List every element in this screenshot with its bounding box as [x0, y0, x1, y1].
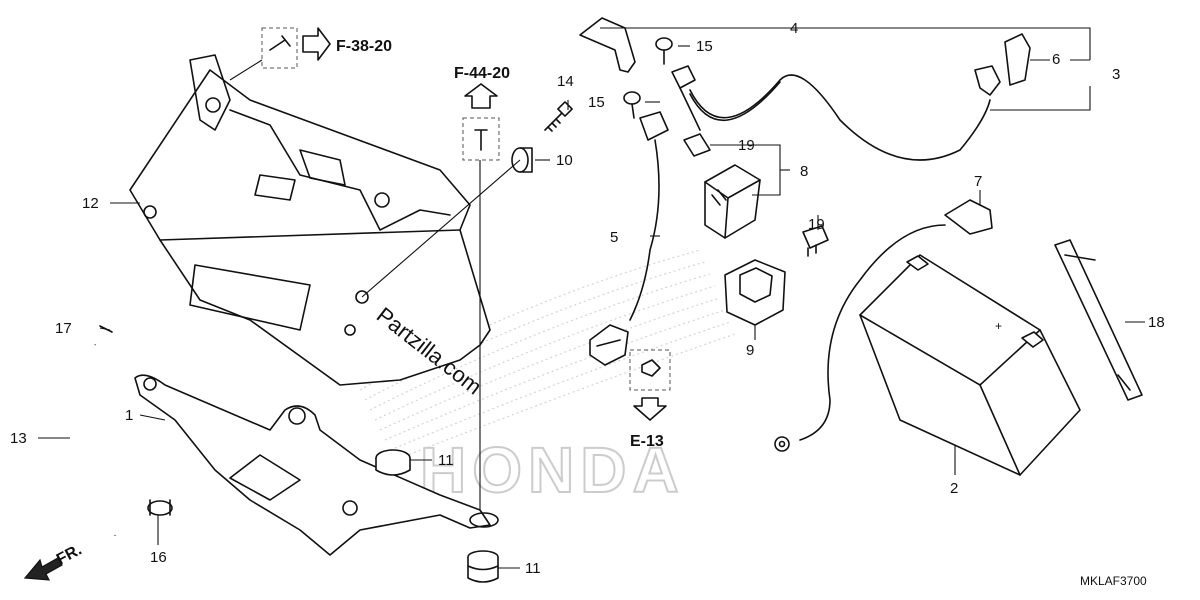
callout-11-upper: 11 — [438, 452, 454, 469]
callout-6: 6 — [1052, 51, 1060, 68]
callout-12: 12 — [82, 195, 99, 212]
ref-box-f44 — [462, 117, 500, 161]
callout-4: 4 — [790, 20, 798, 37]
cable-7 — [774, 199, 993, 452]
watermark-logo: HONDA — [420, 434, 685, 506]
rubber-upper — [375, 449, 411, 476]
battery-stay — [134, 374, 491, 556]
breather-tube — [70, 342, 119, 536]
fuse-19 — [802, 225, 829, 257]
rubber-lower — [467, 550, 499, 583]
cable-5 — [589, 111, 669, 366]
callout-10: 10 — [556, 152, 573, 169]
callout-17: 17 — [55, 320, 72, 337]
arrow-f44 — [464, 83, 498, 109]
callout-1: 1 — [125, 407, 133, 424]
bolt-14 — [544, 101, 573, 132]
relay-8 — [683, 133, 761, 239]
callout-15-upper: 15 — [696, 38, 713, 55]
bolt-15a — [655, 37, 673, 65]
callout-7: 7 — [974, 173, 982, 190]
battery-band — [1054, 239, 1143, 401]
battery-cable-4 — [579, 17, 1031, 161]
arrow-f38 — [302, 27, 331, 61]
relay-holder-9 — [724, 259, 786, 326]
ref-box-e13 — [629, 349, 671, 391]
watermark-wing — [359, 249, 736, 461]
callout-8: 8 — [800, 163, 808, 180]
battery-box — [129, 54, 491, 386]
svg-text:+: + — [995, 319, 1002, 333]
arrow-e13 — [633, 397, 667, 421]
collar-10 — [511, 147, 533, 173]
clamp-16 — [147, 499, 173, 516]
callout-3: 3 — [1112, 66, 1120, 83]
bolt-15b — [623, 91, 641, 119]
battery: + — [859, 254, 1081, 476]
ref-box-f38 — [261, 27, 298, 69]
callout-19-upper: 19 — [738, 137, 755, 154]
front-arrow — [23, 557, 63, 581]
callout-9: 9 — [746, 342, 754, 359]
ref-f38: F-38-20 — [336, 38, 392, 55]
leader-lines — [38, 27, 1145, 569]
callout-5: 5 — [610, 229, 618, 246]
callout-15-lower: 15 — [588, 94, 605, 111]
mount-hole — [469, 512, 499, 528]
callout-19-lower: 19 — [808, 216, 825, 233]
callout-2: 2 — [950, 480, 958, 497]
callout-13: 13 — [10, 430, 27, 447]
ref-e13: E-13 — [630, 433, 664, 450]
diagram-code: MKLAF3700 — [1080, 574, 1147, 588]
callout-18: 18 — [1148, 314, 1165, 331]
callout-14: 14 — [557, 73, 574, 90]
callout-16: 16 — [150, 549, 167, 566]
ref-f44: F-44-20 — [454, 65, 510, 82]
callout-11-lower: 11 — [525, 560, 541, 577]
